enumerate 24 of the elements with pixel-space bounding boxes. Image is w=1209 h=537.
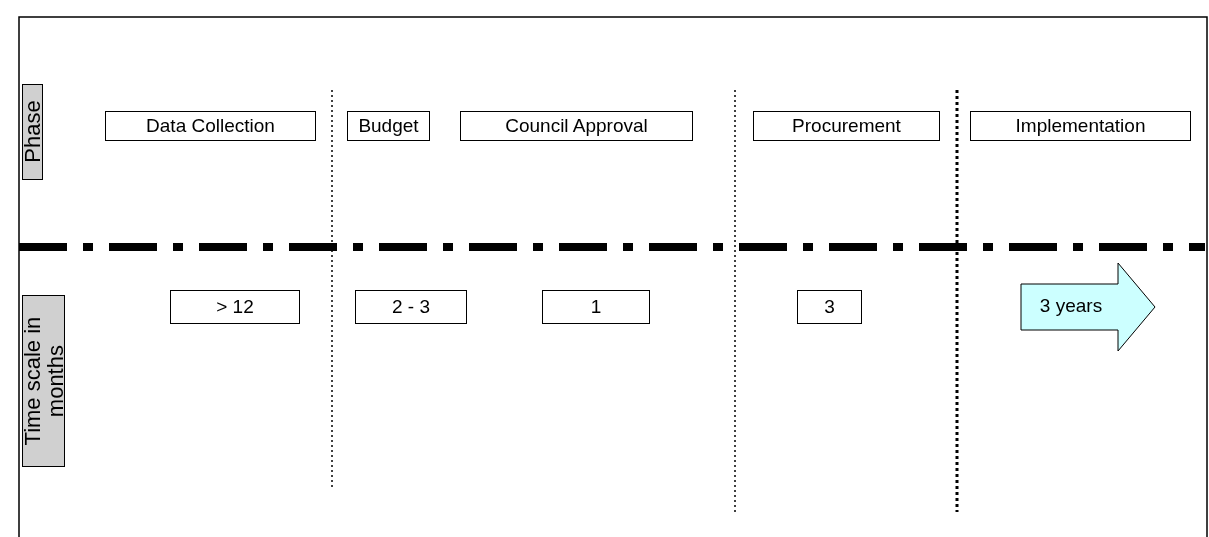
phase-box: [753, 111, 940, 141]
row-header-box: [22, 295, 65, 467]
phase-label: Council Approval: [505, 115, 648, 137]
duration-arrow: [1020, 262, 1156, 352]
duration-label: 3: [824, 296, 835, 318]
phase-box: [460, 111, 693, 141]
phase-box: [347, 111, 430, 141]
phase-box: [970, 111, 1191, 141]
duration-box: [355, 290, 467, 324]
duration-label: 3 years: [1039, 295, 1103, 317]
phase-label: Data Collection: [146, 115, 275, 137]
duration-box: [542, 290, 650, 324]
row-header: Phase: [20, 100, 45, 164]
duration-label: 1: [590, 296, 602, 318]
duration-box: [170, 290, 300, 324]
phase-label: Implementation: [1015, 115, 1146, 137]
phase-box: [105, 111, 316, 141]
phase-label: Budget: [358, 115, 419, 137]
duration-box: [797, 290, 862, 324]
row-header-box: [22, 84, 43, 180]
row-header: Time scale in months: [20, 316, 67, 446]
duration-label: > 12: [216, 296, 254, 318]
duration-label: 2 - 3: [392, 296, 430, 318]
phase-label: Procurement: [792, 115, 901, 137]
